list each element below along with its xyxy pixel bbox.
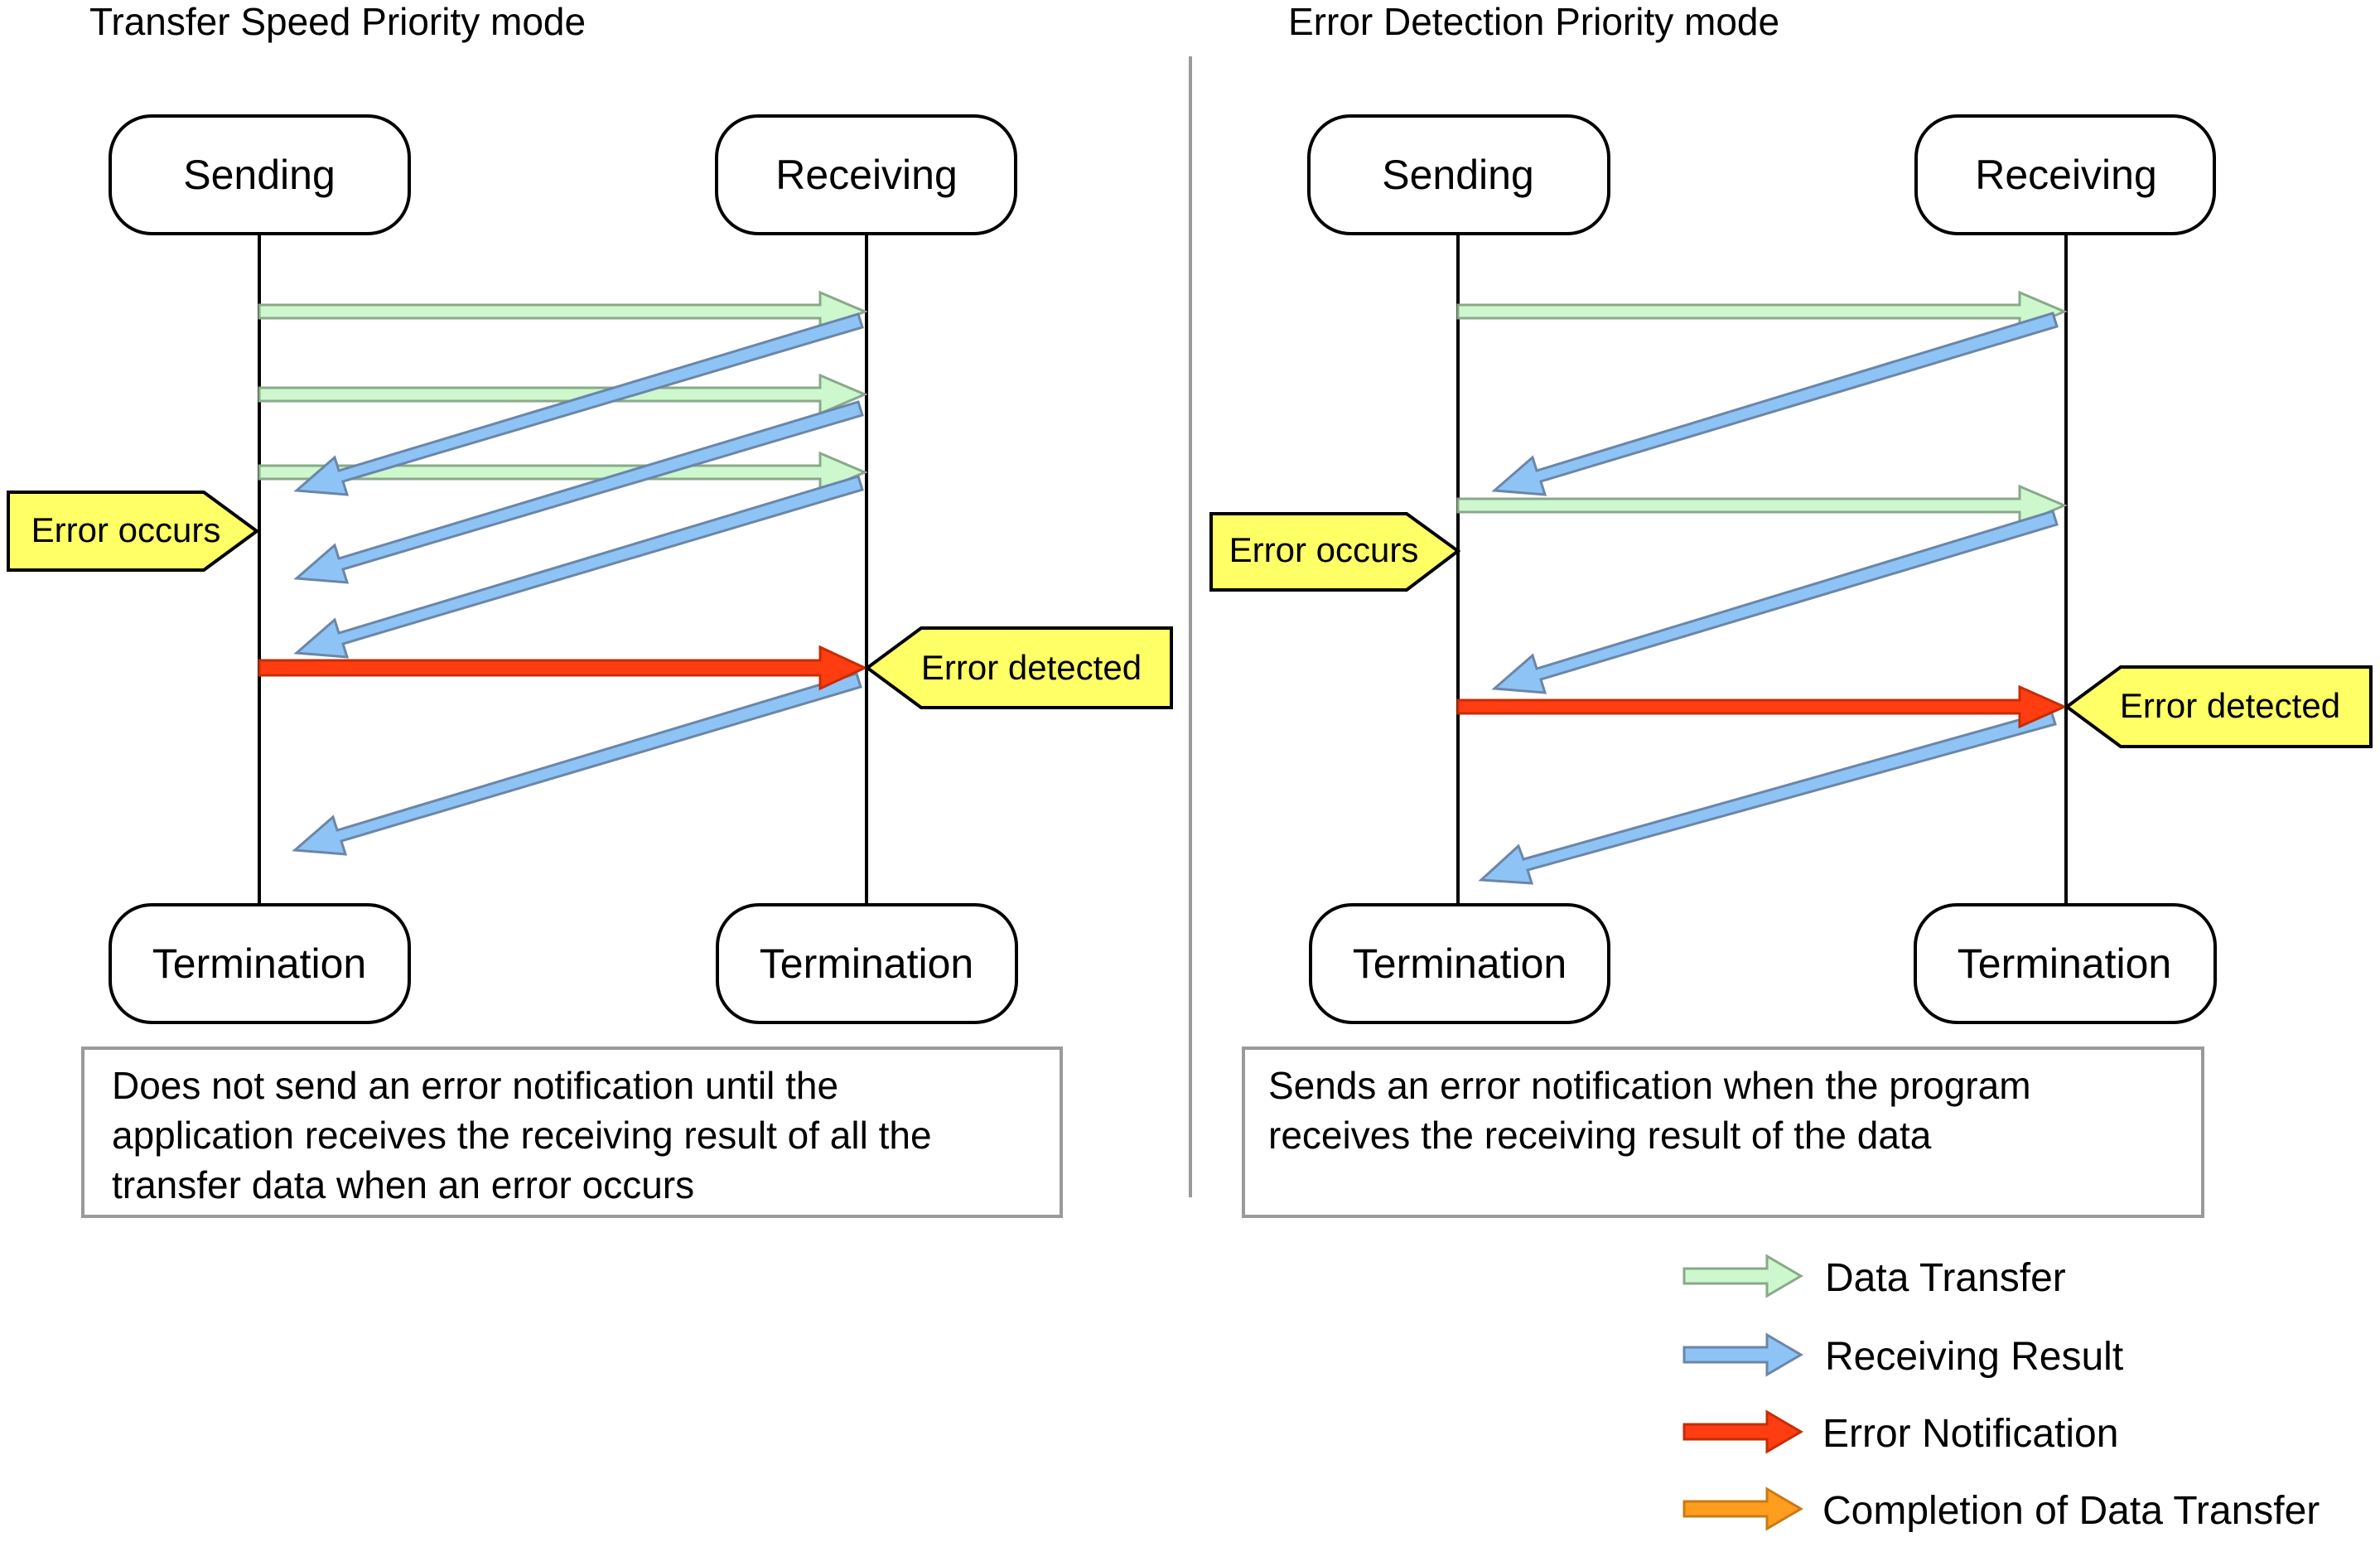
left-receiving-result-arrow-1 — [293, 312, 864, 496]
legend-item-receiving-result: Receiving Result — [1682, 1332, 2123, 1379]
left-termination-recv-label: Termination — [760, 940, 973, 987]
right-error-detected-label: Error detected — [2120, 686, 2340, 725]
left-error-detected-flag: Error detected — [864, 626, 1173, 709]
right-sending-box: Sending — [1307, 114, 1610, 235]
left-receiving-box: Receiving — [715, 114, 1017, 235]
left-error-notification-arrow — [258, 645, 868, 691]
green-arrow-icon — [1682, 1254, 1803, 1298]
right-error-detected-flag: Error detected — [2064, 665, 2373, 748]
legend-label-receiving-result: Receiving Result — [1825, 1335, 2123, 1379]
right-note-box: Sends an error notification when the pro… — [1242, 1047, 2204, 1218]
legend-label-completion: Completion of Data Transfer — [1822, 1489, 2320, 1533]
right-receiving-result-arrow-1 — [1491, 312, 2059, 496]
right-termination-recv-box: Termination — [1914, 903, 2217, 1024]
red-arrow-icon — [1682, 1409, 1803, 1454]
left-receiving-result-arrow-4 — [292, 672, 862, 856]
right-receiving-result-arrow-2 — [1491, 510, 2059, 694]
right-note-line-1: Sends an error notification when the pro… — [1268, 1064, 2031, 1107]
right-panel-title: Error Detection Priority mode — [1288, 0, 1779, 43]
right-termination-recv-label: Termination — [1958, 940, 2171, 987]
left-note-box: Does not send an error notification unti… — [81, 1047, 1063, 1218]
right-receiving-result-arrow-3 — [1478, 709, 2057, 885]
right-sending-label: Sending — [1382, 152, 1534, 198]
legend-item-completion: Completion of Data Transfer — [1682, 1486, 2320, 1533]
left-termination-send-label: Termination — [152, 940, 366, 987]
left-note-line-1: Does not send an error notification unti… — [112, 1064, 838, 1107]
right-termination-send-label: Termination — [1353, 940, 1567, 987]
left-sending-label: Sending — [183, 152, 336, 198]
legend-label-error-notification: Error Notification — [1822, 1412, 2118, 1456]
right-data-transfer-arrow-1 — [1456, 290, 2068, 333]
left-receiving-label: Receiving — [775, 152, 958, 198]
right-receiving-label: Receiving — [1975, 152, 2157, 198]
left-sending-box: Sending — [109, 114, 411, 235]
left-termination-send-box: Termination — [109, 903, 411, 1024]
right-panel: Error Detection Priority mode Sending Re… — [1209, 0, 2373, 1218]
right-error-occurs-flag: Error occurs — [1209, 512, 1461, 592]
right-termination-send-box: Termination — [1309, 903, 1610, 1024]
right-receiving-box: Receiving — [1914, 114, 2216, 235]
left-error-occurs-flag: Error occurs — [7, 491, 260, 572]
left-note-line-2: application receives the receiving resul… — [112, 1114, 932, 1157]
right-note-line-2: receives the receiving result of the dat… — [1268, 1114, 1932, 1157]
orange-arrow-icon — [1682, 1486, 1803, 1531]
left-termination-recv-box: Termination — [716, 903, 1018, 1024]
right-data-transfer-arrow-2 — [1456, 484, 2068, 527]
right-error-notification-arrow — [1456, 684, 2068, 729]
right-error-occurs-label: Error occurs — [1229, 530, 1419, 569]
left-error-detected-label: Error detected — [921, 648, 1142, 687]
left-panel-title: Transfer Speed Priority mode — [89, 0, 586, 43]
legend-item-error-notification: Error Notification — [1682, 1409, 2118, 1456]
legend-label-data-transfer: Data Transfer — [1825, 1256, 2066, 1300]
left-data-transfer-arrow-1 — [258, 290, 868, 333]
left-error-occurs-label: Error occurs — [31, 510, 221, 549]
left-data-transfer-arrow-2 — [258, 373, 868, 416]
blue-arrow-icon — [1682, 1332, 1803, 1377]
left-receiving-result-arrow-2 — [293, 400, 864, 584]
left-panel: Transfer Speed Priority mode Sending Rec… — [7, 0, 1173, 1218]
legend: Data Transfer Receiving Result Error Not… — [1682, 1254, 2320, 1533]
left-receiving-result-arrow-3 — [293, 475, 864, 659]
left-note-line-3: transfer data when an error occurs — [112, 1163, 694, 1206]
legend-item-data-transfer: Data Transfer — [1682, 1254, 2066, 1300]
